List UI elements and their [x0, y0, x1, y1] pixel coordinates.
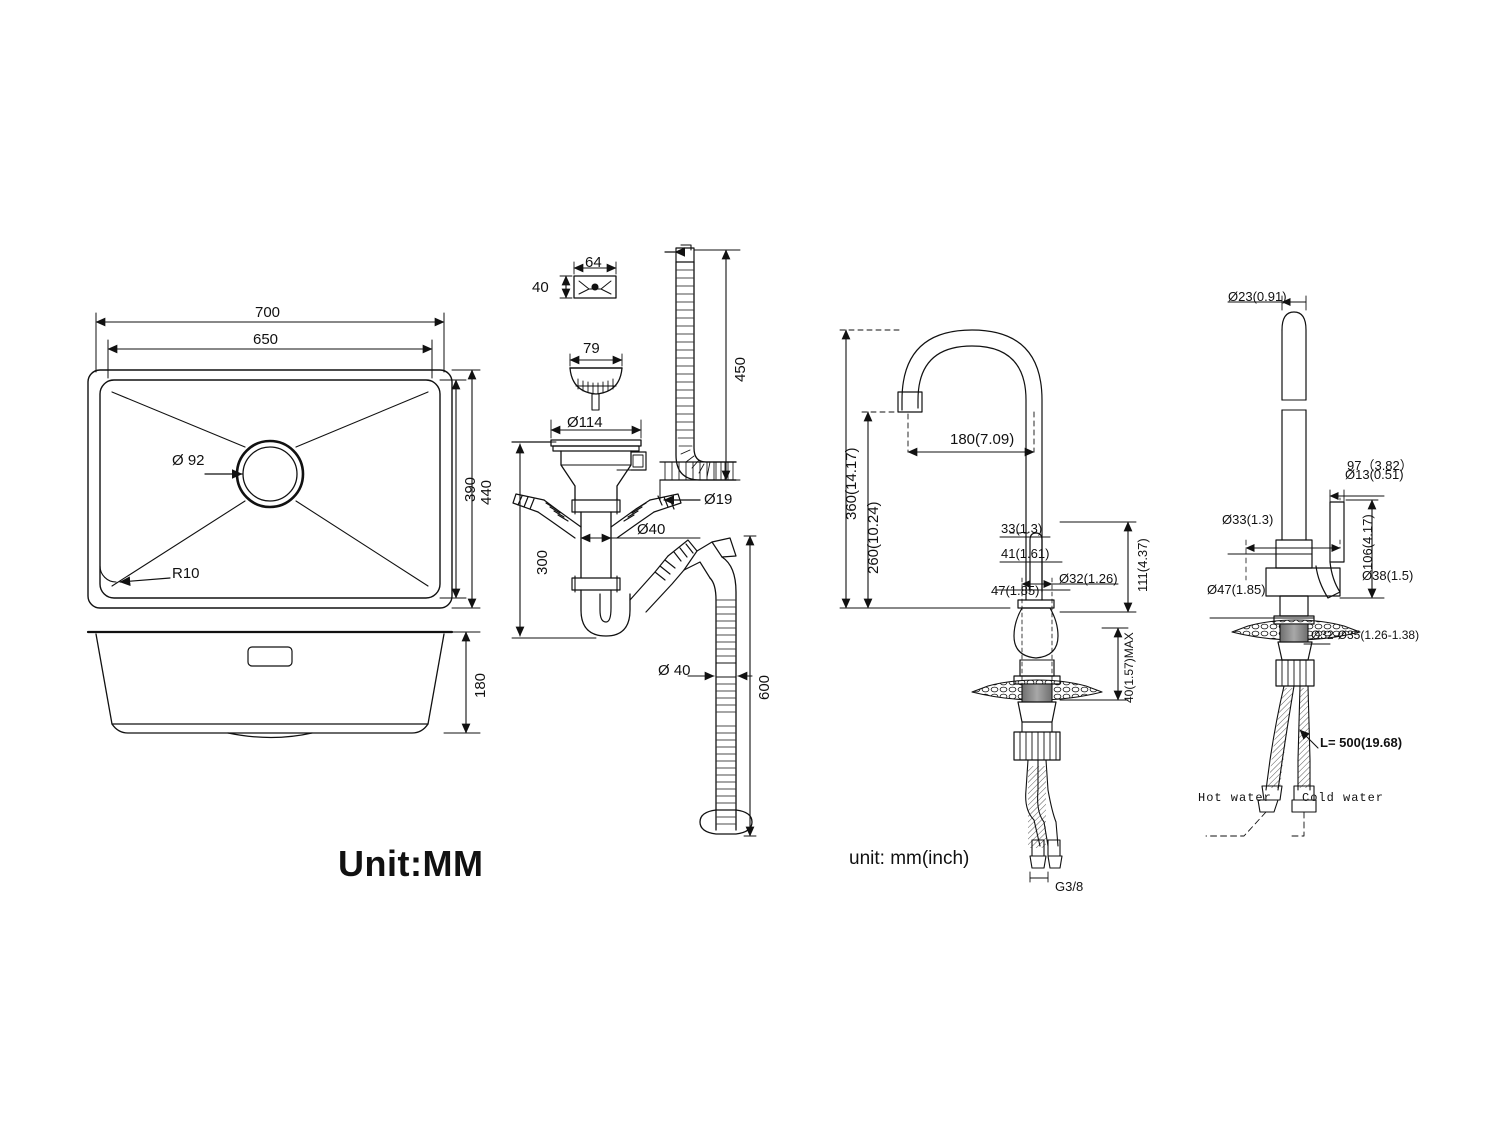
sink-top-view-geometry — [87, 312, 481, 609]
dim-faucet-body-height: 111(4.37) — [1135, 538, 1150, 592]
unit-note-right: unit: mm(inch) — [849, 848, 970, 869]
outlet-hose-geometry — [511, 441, 757, 837]
dim-overflow-connector-diameter: Ø19 — [704, 491, 733, 508]
faucet-front-view-geometry — [839, 329, 1137, 883]
dim-overflow-cover-height: 40 — [532, 279, 549, 296]
label-cold-water: Cold water — [1302, 791, 1385, 805]
dim-faucet-spout-height: 260(10.24) — [865, 501, 882, 574]
dim-side-cap-diameter: Ø38(1.5) — [1362, 568, 1414, 583]
overflow-hose-geometry — [659, 244, 741, 501]
faucet-side-view-geometry — [1205, 295, 1385, 837]
dim-outlet-hose-length: 600 — [756, 674, 773, 700]
strainer-basket-geometry — [569, 353, 623, 411]
dim-overflow-hose-length: 450 — [732, 356, 749, 382]
dim-drain-hole-diameter: Ø 92 — [172, 452, 205, 469]
drain-body-geometry — [511, 419, 701, 637]
dim-side-mount-hole-range: Ø32-Ø35(1.26-1.38) — [1311, 628, 1420, 642]
dim-faucet-supply-thread: G3/8 — [1055, 879, 1084, 894]
label-hot-water: Hot water — [1198, 791, 1272, 805]
dim-side-body-diameter: Ø33(1.3) — [1222, 512, 1274, 527]
dim-faucet-body-offset: 41(1.61) — [1001, 546, 1050, 561]
dim-faucet-base-offset: 47(1.85) — [991, 583, 1040, 598]
dim-side-handle-height: 106(4.17) — [1360, 514, 1375, 570]
dim-overflow-cover-width: 64 — [585, 254, 602, 271]
dim-sink-inner-width: 650 — [253, 331, 279, 348]
dim-trap-pipe-diameter: Ø40 — [637, 521, 666, 538]
dim-faucet-deck-thickness: 40(1.57)MAX — [1122, 632, 1136, 703]
unit-note-left: Unit:MM — [338, 843, 484, 884]
dim-sink-inner-depth: 390 — [462, 476, 479, 502]
dim-side-hose-length: L= 500(19.68) — [1320, 735, 1403, 750]
dim-faucet-lever-offset: 33(1.3) — [1001, 521, 1043, 536]
dim-strainer-diameter: 79 — [583, 340, 600, 357]
dim-faucet-spout-reach: 180(7.09) — [950, 431, 1015, 448]
dim-faucet-overall-height: 360(14.17) — [843, 447, 860, 520]
dim-sink-bowl-depth: 180 — [472, 672, 489, 698]
dim-sink-outer-depth: 440 — [478, 479, 495, 505]
dim-trap-height: 300 — [534, 549, 551, 575]
dim-side-spout-diameter: Ø23(0.91) — [1228, 289, 1287, 304]
dim-outlet-hose-diameter: Ø 40 — [658, 662, 691, 679]
dim-flange-diameter: Ø114 — [567, 414, 603, 431]
dim-side-base-diameter: Ø47(1.85) — [1207, 582, 1266, 597]
sink-side-view-geometry — [86, 630, 481, 739]
dim-side-handle-diameter: Ø13(0.51) — [1345, 467, 1404, 482]
dim-corner-radius: R10 — [172, 565, 200, 582]
dim-faucet-shank-diameter: Ø32(1.26) — [1059, 571, 1118, 586]
dim-side-handle-reach: 97（3.82） — [1347, 458, 1413, 473]
dim-sink-outer-width: 700 — [255, 304, 281, 321]
overflow-cover-geometry — [559, 261, 617, 299]
